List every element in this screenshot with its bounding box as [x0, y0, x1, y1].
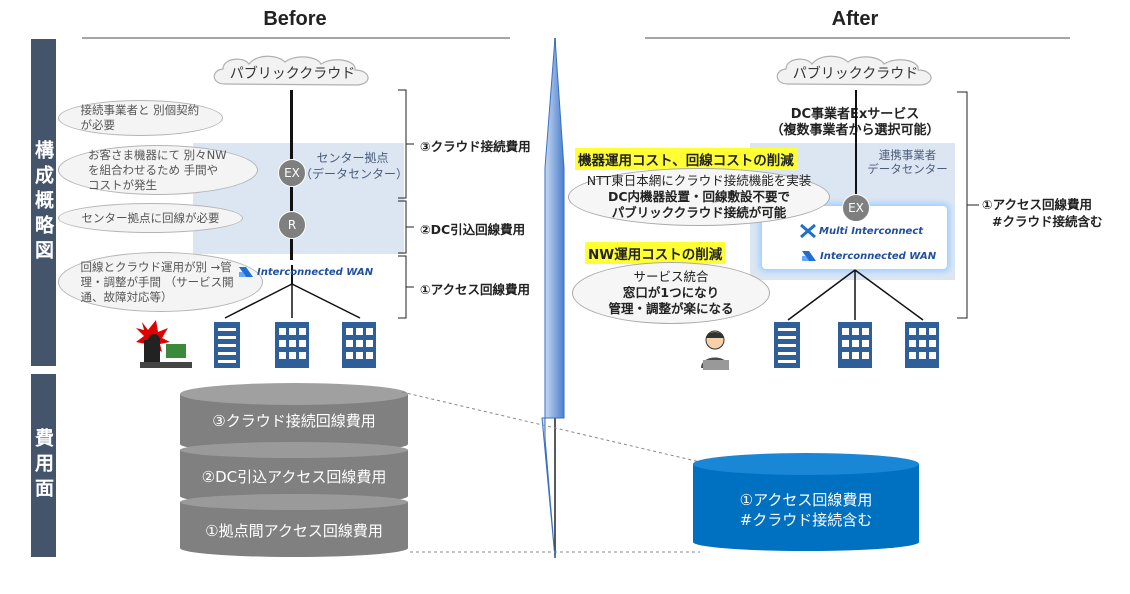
- ex-node-after: EX: [842, 194, 870, 222]
- partner-dc-label: 連携事業者 データセンター: [860, 148, 955, 176]
- center-site-title: センター拠点: [316, 151, 389, 165]
- cost-side-label: 費用面: [31, 374, 56, 557]
- after-fan-lines: [787, 269, 924, 321]
- bubble-operation-separate: 回線とクラウド運用が別 →管理・調整が手間 （サービス開通、故障対応等）: [58, 252, 263, 312]
- transition-arrow: [541, 38, 565, 558]
- center-site-label: センター拠点 （データセンター）: [300, 150, 409, 182]
- bubble-cloud-function: NTT東日本網にクラウド接続機能を実装 DC内機器設置・回線敷設不要で パブリッ…: [568, 168, 830, 226]
- after-vertical-link: [855, 90, 857, 200]
- interconnected-wan-after: Interconnected WAN: [800, 248, 936, 264]
- disk-site-access: ①拠点間アクセス回線費用: [205, 522, 383, 540]
- interconnected-wan-before: Interconnected WAN: [237, 264, 373, 280]
- bubble-cloud-function-line1: NTT東日本網にクラウド接続機能を実装: [586, 173, 812, 188]
- dc-ex-service-subtitle: （複数事業者から選択可能）: [740, 123, 970, 139]
- interconnected-wan-before-label: Interconnected WAN: [257, 266, 374, 278]
- building-icon: [342, 322, 376, 368]
- before-after-divider: [541, 38, 565, 558]
- after-header-line: [645, 37, 1070, 39]
- after-disk-label: ①アクセス回線費用 #クラウド接続含む: [693, 490, 919, 530]
- before-cost-brackets: [398, 89, 414, 319]
- disk-dc-access: ②DC引込アクセス回線費用: [201, 468, 387, 486]
- after-disk-line1: ①アクセス回線費用: [739, 491, 873, 509]
- public-cloud-after: [776, 55, 932, 86]
- multi-interconnect-label: Multi Interconnect: [819, 225, 924, 237]
- after-cost-bracket: [957, 91, 979, 319]
- building-icon: [275, 322, 309, 368]
- multi-interconnect-brand: Multi Interconnect: [800, 224, 923, 238]
- router-node: R: [278, 211, 306, 239]
- bubble-cloud-function-line3: パブリッククラウド接続が可能: [611, 205, 787, 220]
- partner-dc-subtitle: データセンター: [867, 162, 948, 176]
- disk-cloud-connection: ③クラウド接続回線費用: [212, 412, 376, 430]
- partner-dc-title: 連携事業者: [878, 148, 937, 162]
- after-bracket-line2: #クラウド接続含む: [992, 214, 1103, 229]
- bubble-service-integration-line2: 窓口が1つになり: [622, 285, 720, 300]
- bracket-access-line: ①アクセス回線費用: [420, 282, 530, 297]
- after-disk-line2: #クラウド接続含む: [739, 511, 873, 529]
- public-cloud-before: [213, 55, 369, 86]
- after-header: After: [831, 8, 879, 30]
- cost-comparison-guides: [401, 391, 701, 553]
- before-wan-link: [291, 265, 293, 285]
- interconnected-wan-icon: [239, 267, 253, 277]
- highlight-nw-cost: NW運用コストの削減: [585, 242, 726, 264]
- after-bracket-label: ①アクセス回線費用 #クラウド接続含む: [982, 196, 1102, 230]
- building-icon: [905, 322, 939, 368]
- ex-node-before: EX: [278, 159, 306, 187]
- bubble-service-integration-line1: サービス統合: [633, 269, 709, 284]
- before-fan-lines: [224, 283, 361, 319]
- after-cost-disk: [693, 453, 919, 551]
- before-header-line: [82, 37, 510, 39]
- bubble-customer-equipment: お客さま機器にて 別々NWを組合わせるため 手間やコストが発生: [58, 145, 258, 195]
- bubble-center-line: センター拠点に回線が必要: [58, 203, 243, 233]
- public-cloud-after-label: パブリッククラウド: [792, 66, 919, 82]
- before-header: Before: [263, 8, 327, 30]
- bubble-separate-contract: 接続事業者と 別個契約が必要: [58, 100, 223, 136]
- interconnected-wan-after-label: Interconnected WAN: [820, 250, 937, 262]
- bubble-service-integration-line3: 管理・調整が楽になる: [608, 301, 734, 316]
- bracket-cloud-connection: ③クラウド接続費用: [420, 139, 531, 154]
- bubble-operation-separate-text: 回線とクラウド運用が別 →管理・調整が手間 （サービス開通、故障対応等）: [80, 259, 234, 304]
- dc-ex-service-title: DC事業者Exサービス: [740, 107, 970, 123]
- bracket-dc-line: ②DC引込回線費用: [420, 222, 526, 237]
- building-icon: [774, 322, 800, 368]
- building-icon: [838, 322, 872, 368]
- dc-ex-service-label: DC事業者Exサービス （複数事業者から選択可能）: [740, 107, 970, 139]
- structure-side-label: 構成概略図: [31, 39, 56, 366]
- bubble-separate-contract-text: 接続事業者と 別個契約が必要: [80, 103, 200, 132]
- after-bracket-line1: ①アクセス回線費用: [982, 197, 1092, 212]
- bubble-cloud-function-line2: DC内機器設置・回線敷設不要で: [607, 189, 791, 204]
- public-cloud-before-label: パブリッククラウド: [229, 66, 356, 82]
- before-cost-stack: [180, 383, 408, 557]
- bubble-service-integration: サービス統合 窓口が1つになり 管理・調整が楽になる: [572, 262, 770, 324]
- operator-icon: [701, 330, 729, 370]
- building-icon: [214, 322, 240, 368]
- troubled-operator-icon: [136, 320, 192, 368]
- interconnected-wan-icon: [802, 251, 816, 261]
- bubble-center-line-text: センター拠点に回線が必要: [81, 210, 220, 225]
- highlight-equipment-cost: 機器運用コスト、回線コストの削減: [575, 148, 797, 170]
- multi-interconnect-icon: [800, 224, 816, 238]
- bubble-customer-equipment-text: お客さま機器にて 別々NWを組合わせるため 手間やコストが発生: [88, 147, 227, 192]
- center-site-subtitle: （データセンター）: [300, 167, 409, 181]
